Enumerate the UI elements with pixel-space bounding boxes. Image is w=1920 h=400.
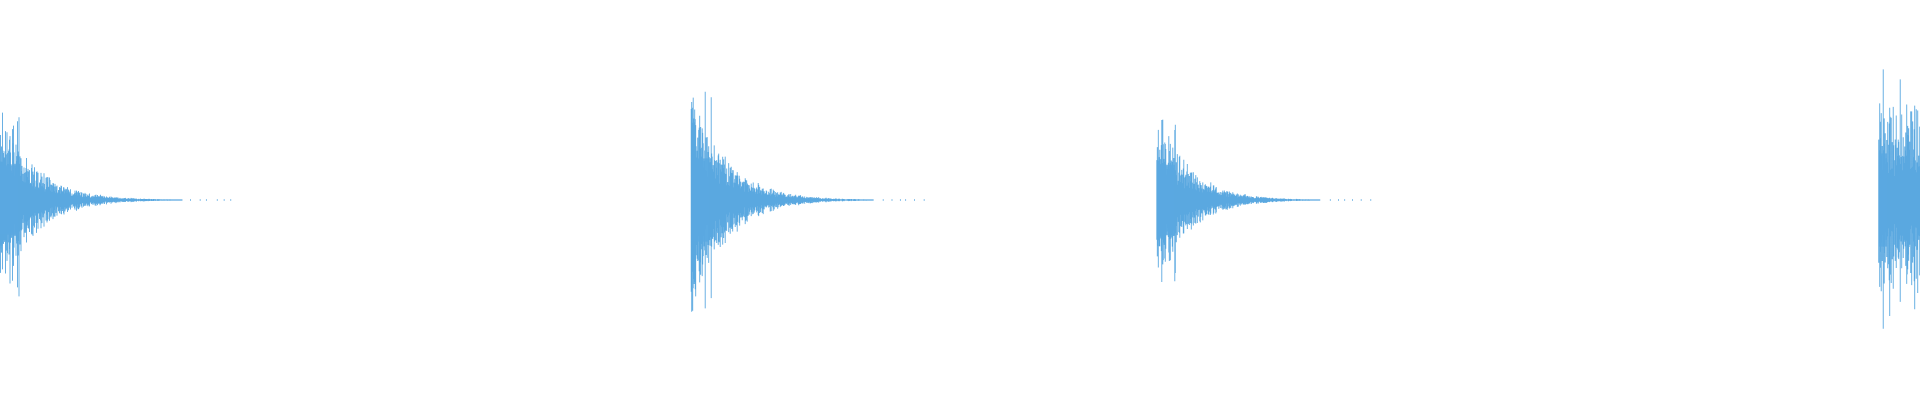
transient-core-1: [0, 165, 18, 235]
transient-4: [1878, 69, 1920, 329]
transient-2: [690, 91, 925, 312]
transient-waveform-1: [0, 112, 232, 297]
transient-core-4: [1878, 153, 1887, 247]
transient-1: [0, 112, 232, 297]
waveform-layer: [0, 69, 1920, 329]
transient-3: [1156, 119, 1372, 282]
transient-core-3: [1156, 164, 1175, 236]
transient-core-2: [691, 158, 710, 242]
